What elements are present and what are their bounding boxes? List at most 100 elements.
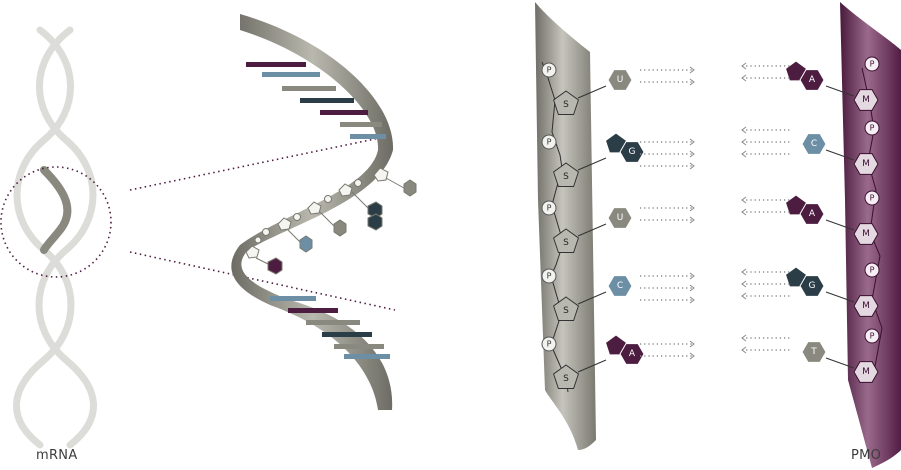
rna-base-C: C	[607, 275, 633, 297]
base-letter: G	[809, 281, 816, 291]
rna-nucleotide-5: P S A	[541, 334, 695, 389]
hbond-arrow	[741, 138, 790, 146]
helix-bars-bottom	[270, 296, 390, 359]
phosphate-label: P	[870, 266, 875, 275]
hbond-arrow	[640, 216, 695, 224]
hbond-arrow	[640, 78, 695, 86]
pmo-base-T: T	[801, 341, 827, 363]
helix-side-bases	[255, 177, 417, 275]
rna-units: P S U P S G P S U P S C P S A	[541, 62, 695, 389]
pmo-subunit-5: P M T	[741, 328, 880, 383]
pmo-base-A: A	[784, 194, 825, 225]
hbond-arrow	[640, 162, 695, 170]
hbond-arrow	[640, 284, 695, 292]
morpholino-icon: M	[853, 295, 879, 317]
rna-base-U: U	[607, 69, 633, 91]
sugar-icon: S	[553, 364, 579, 389]
morpholino-label: M	[862, 159, 870, 169]
morpholino-icon: M	[853, 89, 879, 111]
base-letter: U	[617, 75, 624, 85]
hbond-arrow	[741, 74, 790, 82]
phosphate-label: P	[870, 124, 875, 133]
hbond-arrow	[640, 150, 695, 158]
pmo-base-A: A	[784, 60, 825, 91]
phosphate-icon: P	[541, 62, 557, 78]
rna-nucleotide-4: P S C	[541, 268, 695, 321]
hbond-arrow	[741, 126, 790, 134]
hbond-arrow	[741, 150, 790, 158]
morpholino-label: M	[862, 367, 870, 377]
base-letter: A	[809, 75, 816, 85]
hbond-arrow	[741, 292, 790, 300]
hbond-arrow	[741, 346, 790, 354]
hbond-arrow	[741, 196, 790, 204]
sugar-label: S	[563, 172, 569, 182]
sugar-icon: S	[553, 228, 579, 253]
base-letter: G	[629, 147, 636, 157]
hbond-arrow	[640, 340, 695, 348]
sugar-label: S	[563, 374, 569, 384]
phosphate-label: P	[547, 138, 552, 147]
phosphate-label: P	[547, 340, 552, 349]
rna-base-A: A	[604, 334, 645, 365]
hbond-arrow	[640, 204, 695, 212]
pmo-label: PMO	[851, 448, 882, 463]
phosphate-icon: P	[541, 268, 557, 284]
pmo-base-G: G	[784, 266, 825, 297]
rna-nucleotide-2: P S G	[541, 132, 695, 187]
hbond-arrow	[741, 334, 790, 342]
phosphate-icon: P	[864, 328, 880, 344]
base-letter: C	[811, 139, 817, 149]
pmo-backbone-line	[861, 67, 883, 373]
pmo-units: P M A P M C P M A P M G P M T	[741, 56, 880, 383]
helix-backbone-beads	[245, 167, 389, 259]
base-letter: A	[629, 349, 636, 359]
pmo-base-C: C	[801, 133, 827, 155]
hbond-arrow	[741, 62, 790, 70]
phosphate-icon: P	[541, 134, 557, 150]
sugar-label: S	[563, 100, 569, 110]
pmo-subunit-1: P M A	[741, 56, 880, 111]
zoom-guide-lower	[129, 251, 396, 311]
pmo-subunit-3: P M A	[741, 190, 880, 245]
phosphate-icon: P	[864, 190, 880, 206]
mrna-helix	[13, 26, 97, 449]
hbond-arrow	[741, 280, 790, 288]
phosphate-icon: P	[864, 120, 880, 136]
zoom-circle	[0, 166, 112, 278]
hbond-arrow	[640, 296, 695, 304]
hbond-arrow	[741, 208, 790, 216]
sugar-icon: S	[553, 296, 579, 321]
morpholino-icon: M	[853, 223, 879, 245]
morpholino-label: M	[862, 95, 870, 105]
phosphate-label: P	[870, 60, 875, 69]
phosphate-icon: P	[541, 200, 557, 216]
sugar-icon: S	[553, 162, 579, 187]
phosphate-label: P	[547, 272, 552, 281]
base-letter: C	[617, 281, 623, 291]
morpholino-icon: M	[853, 153, 879, 175]
base-letter: T	[810, 347, 817, 357]
base-letter: U	[617, 213, 624, 223]
morpholino-label: M	[862, 229, 870, 239]
zoomed-helix	[231, 14, 417, 410]
phosphate-label: P	[547, 204, 552, 213]
phosphate-label: P	[547, 66, 552, 75]
phosphate-icon: P	[541, 336, 557, 352]
sugar-label: S	[563, 306, 569, 316]
phosphate-label: P	[870, 194, 875, 203]
helix-bars-top	[246, 62, 386, 139]
morpholino-label: M	[862, 301, 870, 311]
mrna-label: mRNA	[36, 448, 78, 463]
sugar-label: S	[563, 238, 569, 248]
base-letter: A	[809, 209, 816, 219]
rna-nucleotide-3: P S U	[541, 200, 695, 253]
rna-nucleotide-1: P S U	[541, 62, 695, 115]
phosphate-label: P	[870, 332, 875, 341]
phosphate-icon: P	[864, 262, 880, 278]
phosphate-icon: P	[864, 56, 880, 72]
rna-base-U: U	[607, 207, 633, 229]
morpholino-icon: M	[853, 361, 879, 383]
hbond-arrow	[640, 352, 695, 360]
